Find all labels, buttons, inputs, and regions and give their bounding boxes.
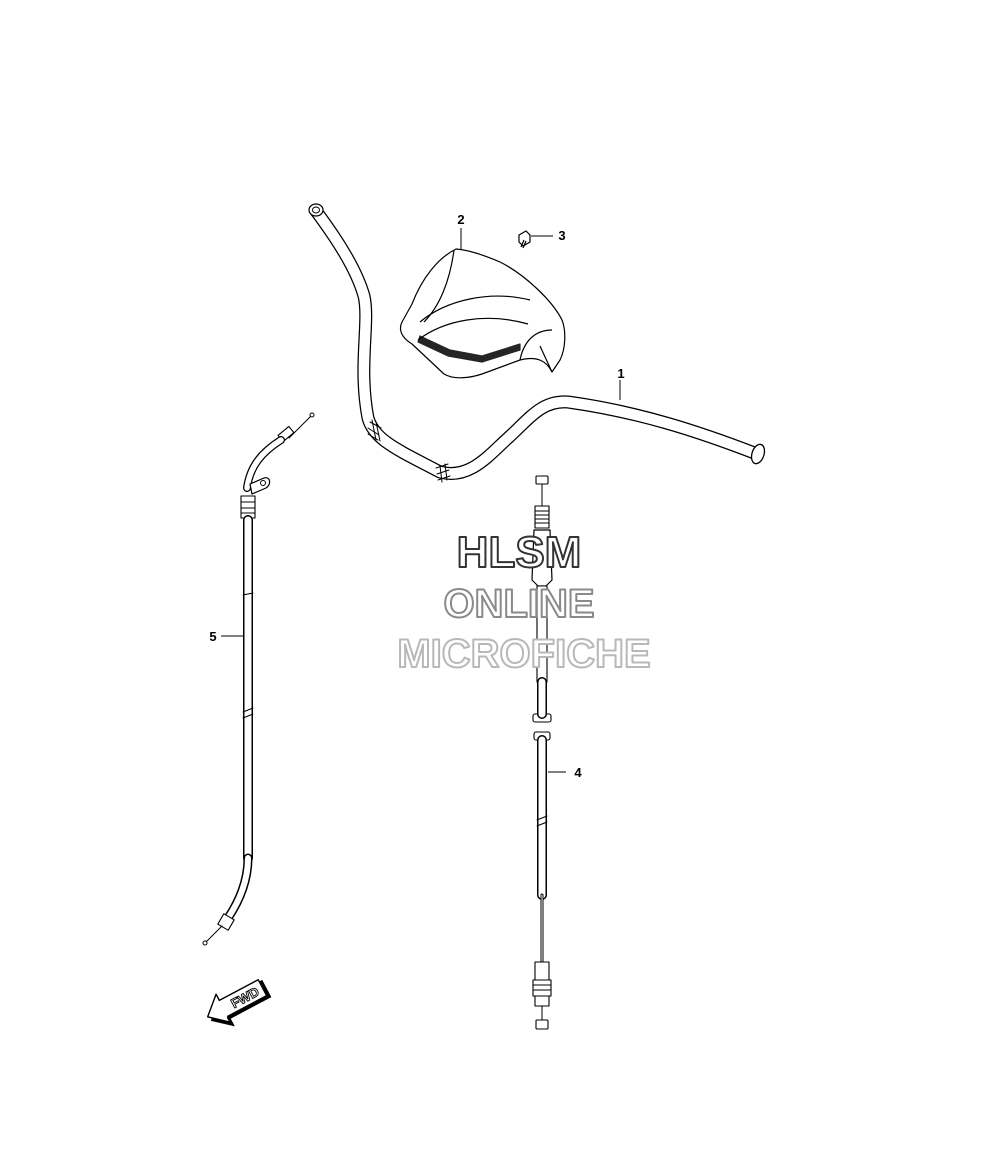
clutch-cable[interactable] — [202, 412, 315, 946]
cover-screw[interactable] — [518, 230, 531, 249]
watermark-line-3: MICROFICHE — [397, 632, 650, 676]
callout-1: 1 — [617, 366, 624, 381]
callout-3: 3 — [558, 228, 565, 243]
knurl-band-right — [435, 463, 451, 483]
callout-4: 4 — [574, 765, 582, 780]
watermark-line-2: ONLINE — [443, 582, 594, 626]
callout-leaders — [221, 228, 621, 773]
knurl-band-left — [367, 419, 382, 442]
throttle-cable[interactable] — [531, 475, 553, 1030]
handlebar[interactable] — [308, 203, 767, 483]
callout-5: 5 — [209, 629, 216, 644]
watermark-line-1: HLSM — [457, 528, 582, 577]
forward-arrow-icon: FWD — [206, 979, 272, 1027]
handlebar-cover[interactable] — [399, 248, 566, 379]
callout-2: 2 — [457, 212, 464, 227]
watermark: HLSM ONLINE MICROFICHE — [396, 527, 651, 677]
